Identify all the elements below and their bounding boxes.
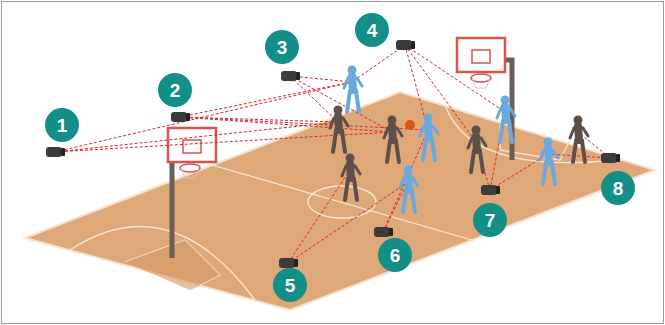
sight-line [180,82,352,117]
sight-line [180,117,392,132]
sight-line [55,82,352,152]
callout-circle: 6 [378,238,412,272]
cameras [46,40,620,268]
callout-number: 8 [613,179,624,198]
left-three-point-arc [70,227,255,300]
camera-icon [279,258,298,268]
callout-number: 7 [485,211,496,230]
sight-line [405,45,505,112]
basketball [405,120,415,130]
camera-icon [281,71,300,81]
sight-line [55,122,338,152]
players [330,66,588,213]
callout-number: 2 [170,81,181,100]
player-silhouette [540,138,558,185]
callout-circle: 5 [273,268,307,302]
callout-circle: 3 [265,30,299,64]
player-silhouette [420,114,438,161]
sight-line [288,170,350,263]
callout-circle: 7 [473,203,507,237]
sight-line [405,45,476,142]
sight-line [180,117,338,122]
callout-circle: 1 [45,108,79,142]
player-silhouette [400,166,418,213]
player-silhouette [570,116,588,163]
sight-line [290,76,392,132]
center-circle [308,186,376,218]
callout-number: 3 [277,38,288,57]
right-hoop [457,38,512,160]
court-floor [25,92,655,310]
callout-number: 1 [57,116,68,135]
camera-icon [171,112,190,122]
camera-sight-lines [55,45,610,263]
callout-number: 4 [367,21,378,40]
callout-number: 6 [390,246,401,265]
sight-line [290,76,338,122]
camera-icon [481,185,500,195]
center-line [212,165,472,240]
callout-number: 5 [285,276,296,295]
camera-icon [46,147,65,157]
sight-line [383,130,428,232]
player-silhouette [344,66,362,113]
sight-line [352,45,405,82]
callout-circle: 4 [355,13,389,47]
player-silhouette [342,154,360,201]
player-silhouette [497,96,515,143]
court-lines [70,105,615,300]
camera-icon [396,40,415,50]
camera-icon [601,153,620,163]
player-silhouette [468,126,486,173]
left-hoop [168,128,216,258]
sight-line [55,132,392,152]
player-silhouette [384,116,402,163]
camera-icon [374,227,393,237]
callout-circle: 2 [158,73,192,107]
callout-circle: 8 [601,171,635,205]
